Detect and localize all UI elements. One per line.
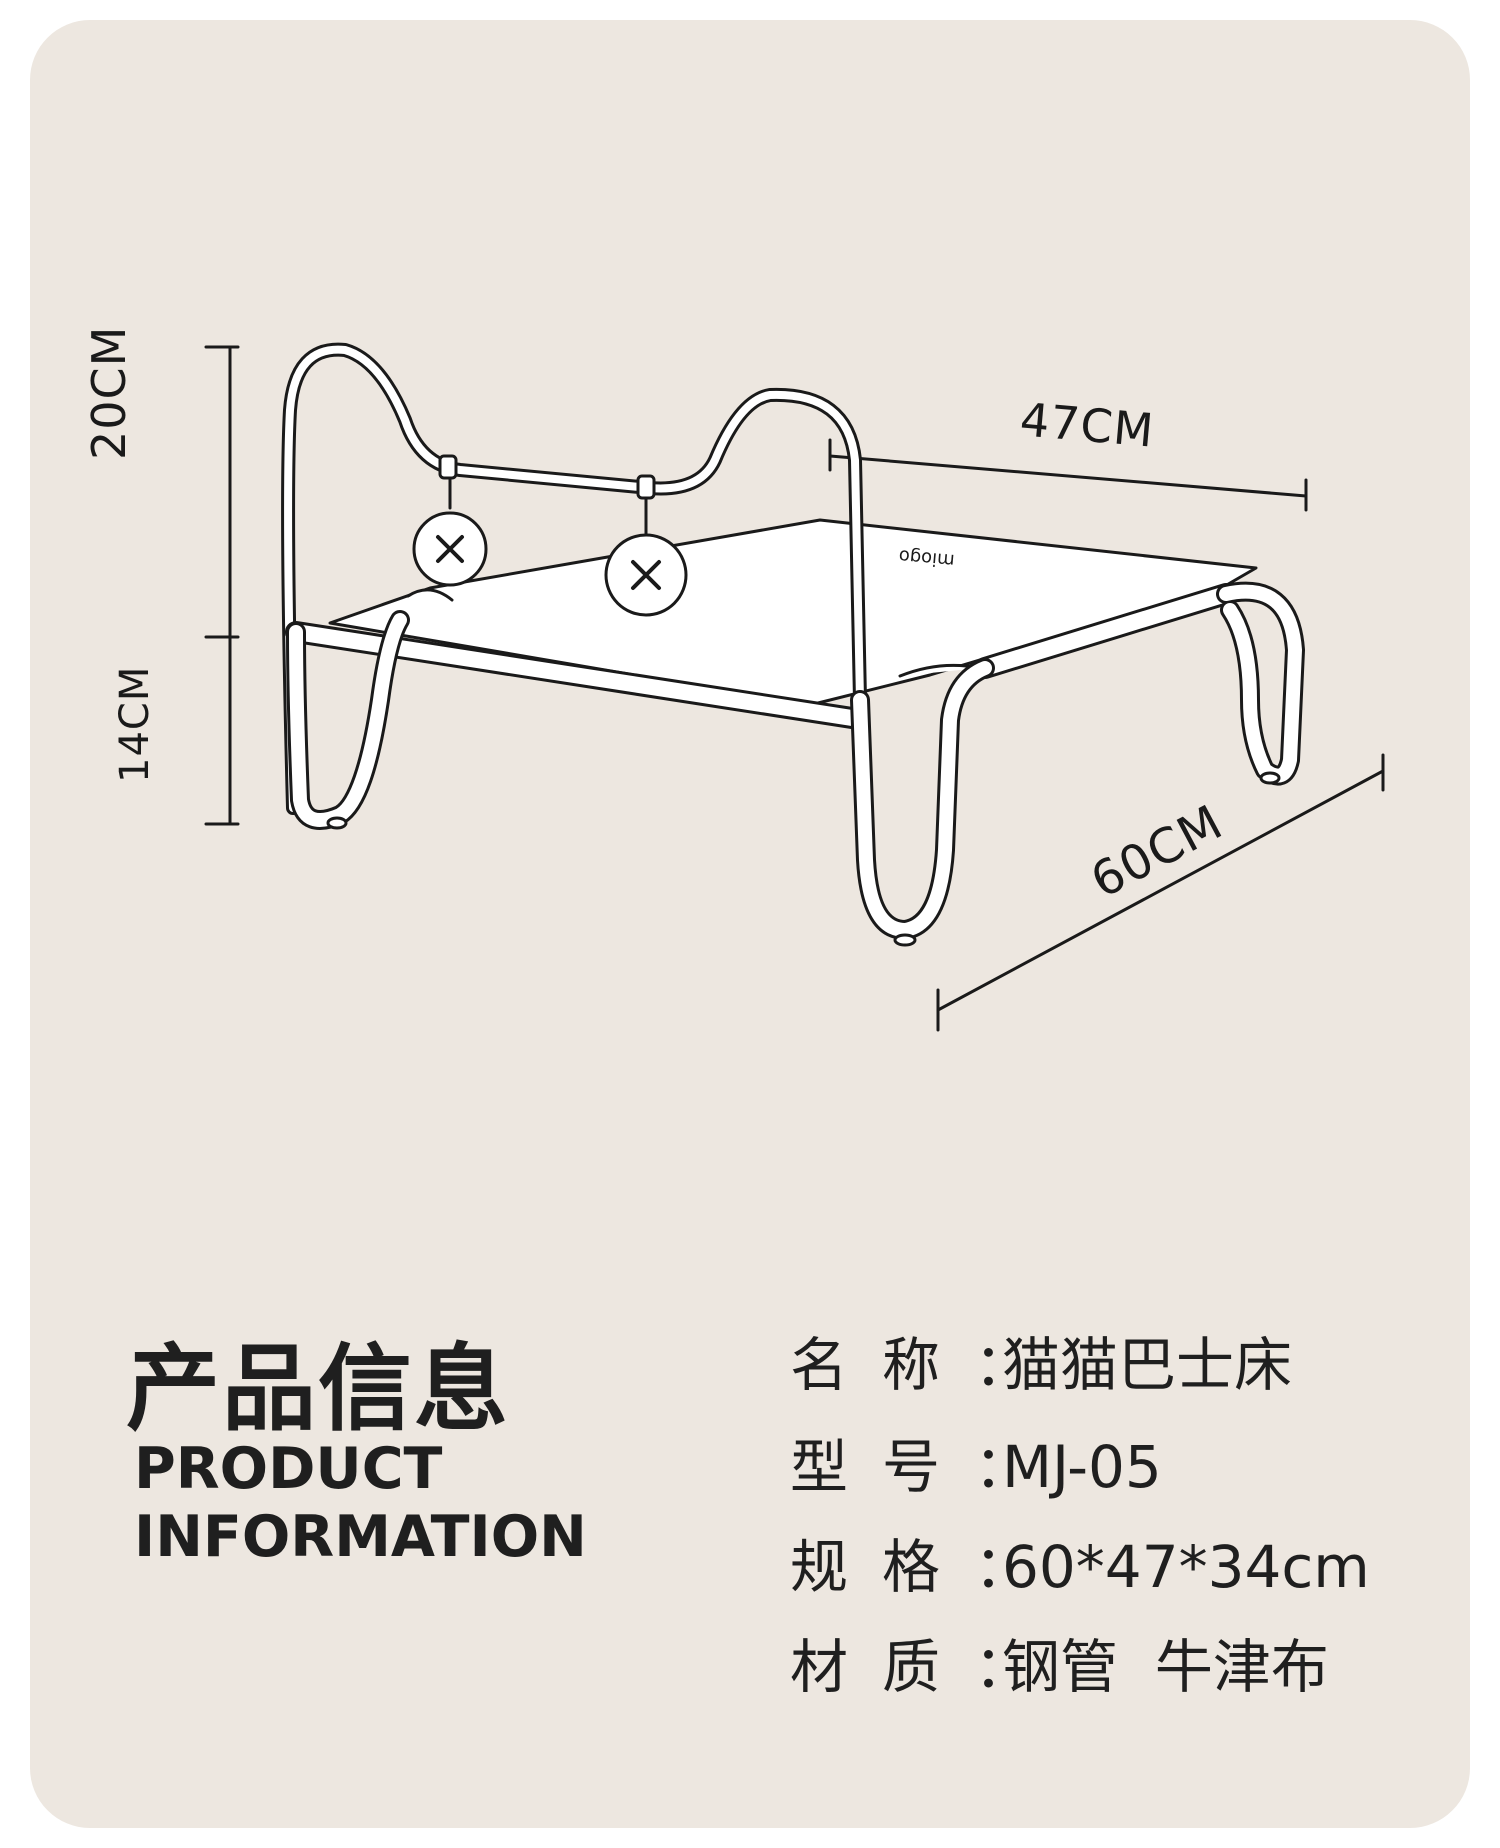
dim-leg-height: 14CM: [112, 665, 158, 783]
spec-model-row: 型号：MJ-05: [790, 1420, 1162, 1504]
back-ear-frame-inner: [284, 345, 864, 812]
dim-back-height: 20CM: [82, 325, 136, 460]
page-title-cn: 产品信息: [126, 1335, 511, 1444]
spec-key: 名称：: [790, 1331, 1067, 1399]
front-right-leg-inner: [853, 661, 992, 937]
info-card: [30, 20, 1470, 1828]
spec-material-row: 材质：钢管 牛津布: [790, 1620, 1329, 1704]
spec-value: 钢管 牛津布: [1002, 1633, 1329, 1701]
width-dimension-line: [936, 753, 1385, 1032]
spec-name-row: 名称：猫猫巴士床: [790, 1318, 1292, 1402]
height-dimension-line: [204, 345, 240, 826]
front-left-leg-inner: [289, 613, 407, 827]
title-en-line2: INFORMATION: [134, 1504, 587, 1570]
fabric-logo: miogo: [898, 545, 956, 571]
joint-clip-left: [438, 454, 458, 480]
right-side-bar-inner: [977, 586, 1234, 676]
joint-clip-right: [636, 474, 656, 500]
spec-value: 猫猫巴士床: [1002, 1331, 1293, 1399]
spec-value: 60*47*34cm: [1002, 1533, 1370, 1601]
spec-key: 规格：: [790, 1533, 1067, 1601]
dim-depth: 47CM: [1017, 392, 1157, 458]
spec-size-row: 规格：60*47*34cm: [790, 1520, 1370, 1604]
back-right-leg-inner: [1219, 584, 1302, 783]
front-right-leg: [850, 658, 995, 940]
foot-front-right: [893, 933, 917, 947]
hanging-button-right: [604, 533, 688, 617]
spec-key: 型号：: [790, 1433, 1067, 1501]
foot-back-right: [1259, 771, 1281, 785]
spec-value: MJ-05: [1002, 1433, 1162, 1501]
page-title-en: PRODUCT INFORMATION: [134, 1435, 587, 1571]
hanging-button-left: [412, 511, 488, 587]
fabric-corner-back: [406, 588, 454, 602]
foot-front-left: [326, 816, 348, 830]
depth-dimension-line: [828, 438, 1308, 512]
spec-key: 材质：: [790, 1633, 1067, 1701]
title-en-line1: PRODUCT: [134, 1436, 443, 1502]
